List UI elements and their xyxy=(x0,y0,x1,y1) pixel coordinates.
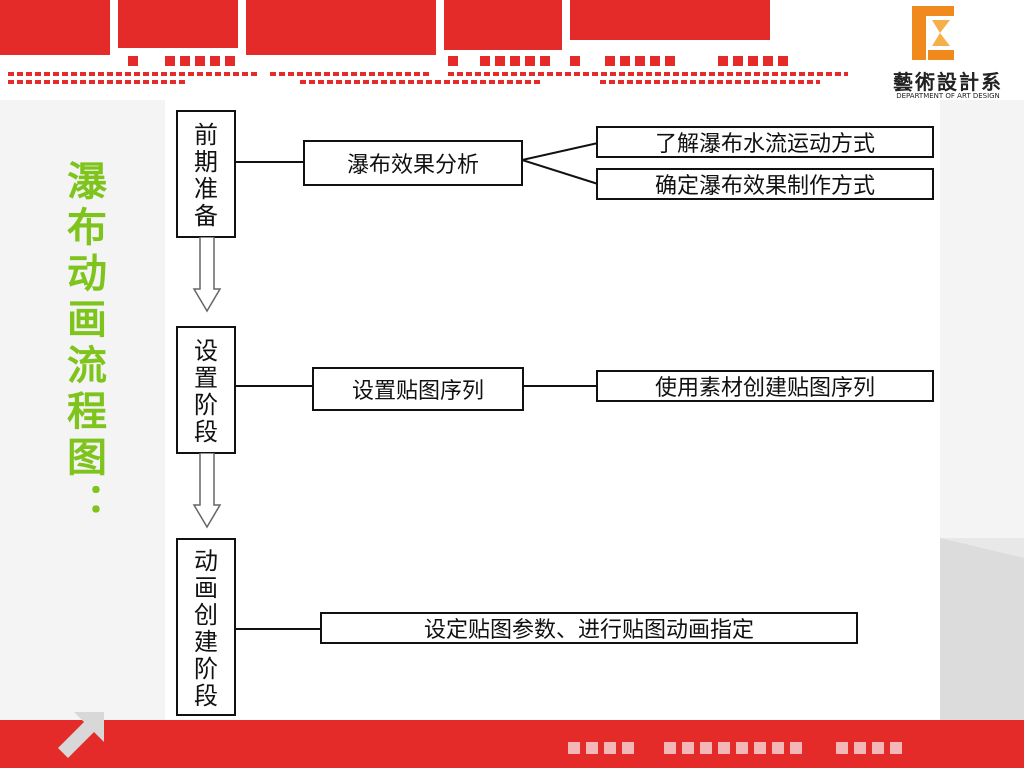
footer-square xyxy=(664,742,676,754)
header-dotted-line xyxy=(270,72,430,76)
header-square xyxy=(733,56,743,66)
detail-box-materials: 使用素材创建贴图序列 xyxy=(596,370,934,402)
header-square xyxy=(763,56,773,66)
header-square xyxy=(210,56,220,66)
down-arrow-icon xyxy=(192,237,222,313)
corner-arrow-icon xyxy=(58,712,104,758)
connector-line xyxy=(236,628,322,630)
diagram-title: 瀑布动画流程图： xyxy=(60,160,107,528)
header-block xyxy=(570,0,770,40)
header-square xyxy=(605,56,615,66)
header-dotted-line xyxy=(8,72,258,76)
footer-bar xyxy=(0,720,1024,768)
detail-label: 了解瀑布水流运动方式 xyxy=(654,132,875,157)
header-block xyxy=(246,0,436,55)
header-block xyxy=(444,0,562,50)
header-square xyxy=(448,56,458,66)
header-square xyxy=(165,56,175,66)
connector-line xyxy=(524,385,598,387)
detail-box-flow: 了解瀑布水流运动方式 xyxy=(596,126,934,158)
footer-square xyxy=(718,742,730,754)
detail-label: 使用素材创建贴图序列 xyxy=(654,376,875,401)
footer-square xyxy=(836,742,848,754)
footer-square xyxy=(568,742,580,754)
header-dotted-line xyxy=(448,72,848,76)
stage-box-setup: 设置阶段 xyxy=(176,326,236,454)
header-dotted-line xyxy=(600,80,820,84)
stage-box-animation: 动画创建阶段 xyxy=(176,538,236,716)
header-square xyxy=(195,56,205,66)
footer-square xyxy=(890,742,902,754)
header-square xyxy=(128,56,138,66)
header-square xyxy=(540,56,550,66)
footer-square xyxy=(772,742,784,754)
header-square xyxy=(180,56,190,66)
decorative-triangle xyxy=(940,538,1024,720)
footer-square xyxy=(736,742,748,754)
footer-square xyxy=(872,742,884,754)
header-block xyxy=(0,0,110,55)
stage-box-preparation: 前期准备 xyxy=(176,110,236,238)
connector-line xyxy=(236,161,304,163)
step-box-sequence: 设置贴图序列 xyxy=(312,367,524,411)
department-logo: 藝術設計系 DEPARTMENT OF ART DESIGN xyxy=(878,6,1018,100)
header-square xyxy=(718,56,728,66)
header-square xyxy=(778,56,788,66)
detail-label: 确定瀑布效果制作方式 xyxy=(654,174,875,199)
stage-label: 设置阶段 xyxy=(194,337,218,446)
header-square xyxy=(635,56,645,66)
header-block xyxy=(118,0,238,48)
stage-label: 动画创建阶段 xyxy=(194,547,218,710)
detail-box-method: 确定瀑布效果制作方式 xyxy=(596,168,934,200)
branch-connector xyxy=(522,142,599,185)
header-banner: 藝術設計系 DEPARTMENT OF ART DESIGN xyxy=(0,0,1024,100)
header-dotted-line xyxy=(300,80,540,84)
logo-subtitle: DEPARTMENT OF ART DESIGN xyxy=(896,92,1000,100)
detail-box-parameters: 设定贴图参数、进行贴图动画指定 xyxy=(320,612,858,644)
header-dotted-line xyxy=(8,80,188,84)
header-square xyxy=(620,56,630,66)
footer-square xyxy=(854,742,866,754)
down-arrow-icon xyxy=(192,453,222,529)
header-square xyxy=(650,56,660,66)
footer-square xyxy=(682,742,694,754)
detail-label: 设定贴图参数、进行贴图动画指定 xyxy=(423,618,754,643)
header-square xyxy=(665,56,675,66)
header-square xyxy=(570,56,580,66)
stage-label: 前期准备 xyxy=(194,121,218,230)
footer-square xyxy=(622,742,634,754)
header-square xyxy=(225,56,235,66)
step-label: 设置贴图序列 xyxy=(351,379,484,404)
footer-square xyxy=(754,742,766,754)
footer-square xyxy=(700,742,712,754)
footer-square xyxy=(604,742,616,754)
header-square xyxy=(525,56,535,66)
footer-square xyxy=(790,742,802,754)
step-label: 瀑布效果分析 xyxy=(346,153,479,178)
header-square xyxy=(495,56,505,66)
header-square xyxy=(510,56,520,66)
footer-square xyxy=(586,742,598,754)
header-square xyxy=(748,56,758,66)
logo-mark-icon xyxy=(912,6,954,60)
step-box-analysis: 瀑布效果分析 xyxy=(303,140,523,186)
logo-title: 藝術設計系 xyxy=(893,70,1003,94)
connector-line xyxy=(236,385,314,387)
header-square xyxy=(480,56,490,66)
